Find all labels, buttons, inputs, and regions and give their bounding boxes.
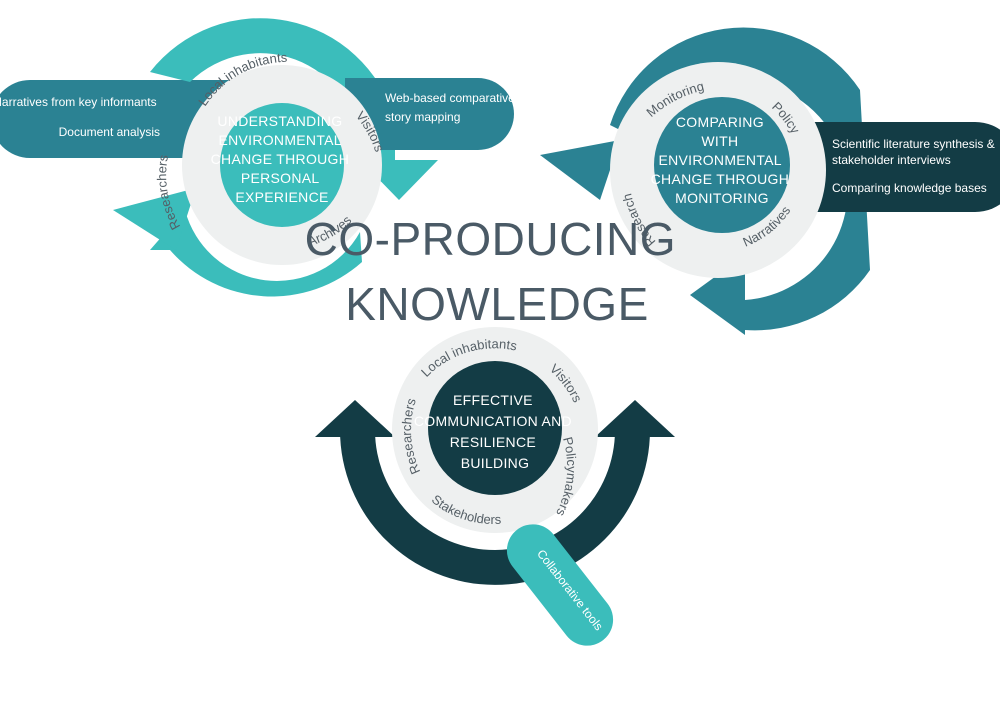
right-banner [810, 122, 1000, 212]
cycle-center [428, 361, 562, 495]
comparing-center-text: COMPARING WITH ENVIRONMENTAL CHANGE THRO… [651, 114, 794, 206]
cycle-center [220, 103, 344, 227]
right-arrow-head [595, 400, 675, 437]
comparing-banner-text: Scientific literature synthesis & stakeh… [832, 137, 998, 195]
right-banner-text: Web-based comparative story mapping [385, 91, 518, 124]
top-arrow-arc [150, 18, 395, 160]
right-banner [345, 78, 514, 150]
left-arrow-head [315, 400, 395, 437]
left-arrow-head [540, 140, 620, 200]
cycle-comparing [540, 27, 1000, 335]
main-title: CO-PRODUCING KNOWLEDGE [305, 213, 690, 330]
bottom-arrow-head [113, 188, 196, 250]
communication-center-text: EFFECTIVE COMMUNICATION AND RESILIENCE B… [414, 392, 576, 471]
cycle-understanding [0, 18, 514, 297]
cycle-communication [315, 327, 675, 646]
bottom-arc [340, 430, 650, 585]
left-banner-text: Narratives from key informants Document … [0, 95, 160, 139]
cycle-center [654, 97, 790, 233]
bottom-arrow-arc [150, 210, 362, 297]
outer-arc [610, 27, 870, 331]
collaborative-tools-tab [506, 524, 614, 646]
understanding-center-text: UNDERSTANDING ENVIRONMENTAL CHANGE THROU… [211, 113, 354, 205]
